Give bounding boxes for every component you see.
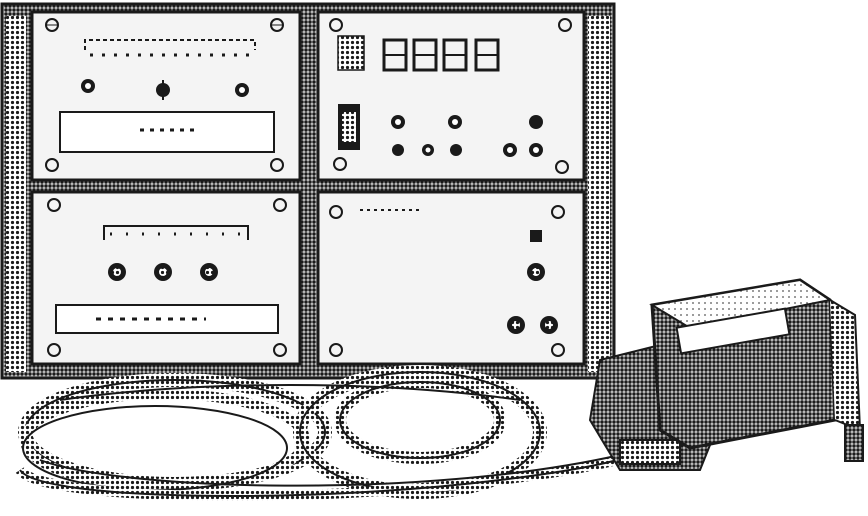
screw-icon bbox=[273, 343, 287, 357]
screw-icon bbox=[47, 198, 61, 212]
knob-icon[interactable] bbox=[392, 144, 404, 156]
screw-icon bbox=[270, 158, 284, 172]
screw-icon bbox=[45, 18, 59, 32]
screw-icon bbox=[273, 198, 287, 212]
probe-window bbox=[675, 307, 791, 355]
knob-icon[interactable] bbox=[156, 80, 170, 100]
display-window bbox=[59, 111, 275, 153]
module-bottom-left bbox=[30, 190, 302, 366]
knob-icon[interactable] bbox=[200, 263, 218, 281]
scale-bracket bbox=[84, 39, 256, 50]
screw-icon bbox=[45, 158, 59, 172]
module-top-right bbox=[316, 10, 586, 182]
screw-icon bbox=[329, 18, 343, 32]
screw-icon bbox=[270, 18, 284, 32]
knob-icon[interactable] bbox=[154, 263, 172, 281]
display-digit-icon bbox=[412, 38, 438, 72]
screw-icon bbox=[558, 18, 572, 32]
knob-icon[interactable] bbox=[108, 263, 126, 281]
knob-icon[interactable] bbox=[503, 143, 517, 157]
display-digit-icon bbox=[442, 38, 468, 72]
rack-rail-left bbox=[6, 16, 26, 372]
knob-icon[interactable] bbox=[81, 79, 95, 93]
knob-icon[interactable] bbox=[235, 83, 249, 97]
knob-icon[interactable] bbox=[448, 115, 462, 129]
screw-icon bbox=[555, 160, 569, 174]
screw-icon bbox=[47, 343, 61, 357]
display-digit-icon bbox=[474, 38, 500, 72]
scale-bracket bbox=[103, 225, 249, 240]
module-top-left bbox=[30, 10, 302, 182]
screw-icon bbox=[333, 157, 347, 171]
screw-icon bbox=[329, 205, 343, 219]
probe-box-icon bbox=[649, 278, 864, 462]
screw-icon bbox=[329, 343, 343, 357]
module-bottom-right bbox=[316, 190, 586, 366]
knob-icon[interactable] bbox=[530, 230, 542, 242]
instrument-rack bbox=[0, 2, 616, 380]
display-window bbox=[55, 304, 279, 334]
cable-coil-icon bbox=[15, 365, 665, 502]
screw-icon bbox=[551, 205, 565, 219]
knob-icon[interactable] bbox=[450, 144, 462, 156]
knob-icon[interactable] bbox=[527, 263, 545, 281]
numeric-display bbox=[382, 38, 500, 72]
knob-icon[interactable] bbox=[540, 316, 558, 334]
knob-icon[interactable] bbox=[391, 115, 405, 129]
screw-icon bbox=[551, 343, 565, 357]
rack-rail-right bbox=[588, 16, 610, 372]
knob-icon[interactable] bbox=[529, 115, 543, 129]
display-digit-icon bbox=[382, 38, 408, 72]
indicator-grid bbox=[337, 35, 365, 71]
knob-icon[interactable] bbox=[507, 316, 525, 334]
knob-icon[interactable] bbox=[529, 143, 543, 157]
knob-icon[interactable] bbox=[422, 144, 434, 156]
